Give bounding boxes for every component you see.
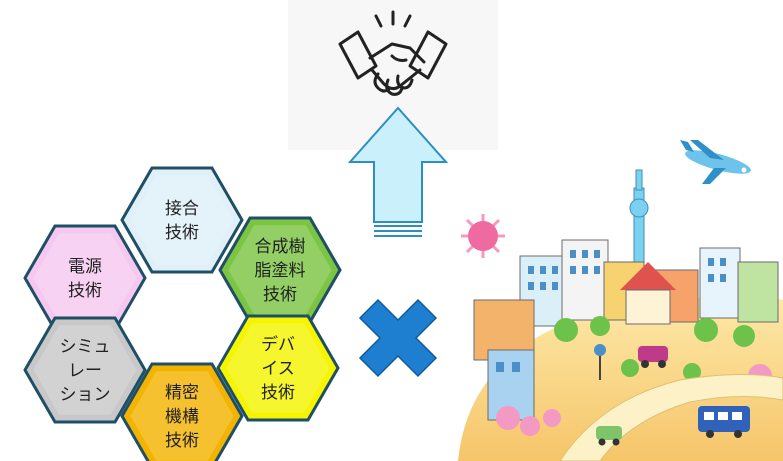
airplane-icon xyxy=(680,140,751,184)
hexagon-label-precision-2: 技術 xyxy=(165,431,199,451)
hexagon-highlight-device xyxy=(226,323,330,413)
hexagon-label-power-0: 電源 xyxy=(68,257,102,277)
sun-icon xyxy=(461,214,505,258)
hexagon-shape-simulation xyxy=(23,316,147,424)
hexagon-label-joint-1: 技術 xyxy=(165,223,199,243)
cross-icon xyxy=(358,298,438,378)
hexagon-shape-precision xyxy=(120,362,244,461)
hexagon-label-simulation-2: ション xyxy=(60,385,111,405)
hexagon-label-device-0: デバ xyxy=(261,334,295,355)
hexagon-highlight-power xyxy=(33,233,137,323)
hexagon-highlight-precision xyxy=(130,371,234,461)
hexagon-label-power-1: 技術 xyxy=(68,281,102,301)
hexagon-shape-joint xyxy=(120,166,244,274)
hexagon-label-resin-2: 技術 xyxy=(263,285,297,305)
hexagon-label-joint-0: 接合 xyxy=(165,199,199,219)
hexagon-label-resin-0: 合成樹 xyxy=(255,237,306,257)
hexagon-label-resin-1: 脂塗料 xyxy=(255,260,306,281)
hexagon-label-precision-0: 精密 xyxy=(165,383,199,403)
hexagon-label-simulation-0: シミュ xyxy=(60,337,111,357)
hexagon-label-device-1: イス xyxy=(261,359,295,379)
hexagon-label-precision-1: 機構 xyxy=(165,407,199,427)
hexagon-label-simulation-1: レー xyxy=(68,361,102,381)
hexagon-highlight-joint xyxy=(130,175,234,265)
city-illustration xyxy=(458,169,783,461)
hexagon-highlight-simulation xyxy=(33,325,137,415)
hexagon-label-device-2: 技術 xyxy=(261,383,295,403)
hexagon-highlight-resin xyxy=(228,225,332,315)
handshake-icon xyxy=(338,10,448,96)
up-arrow-icon xyxy=(347,106,449,237)
hexagon-shape-device xyxy=(216,314,340,422)
